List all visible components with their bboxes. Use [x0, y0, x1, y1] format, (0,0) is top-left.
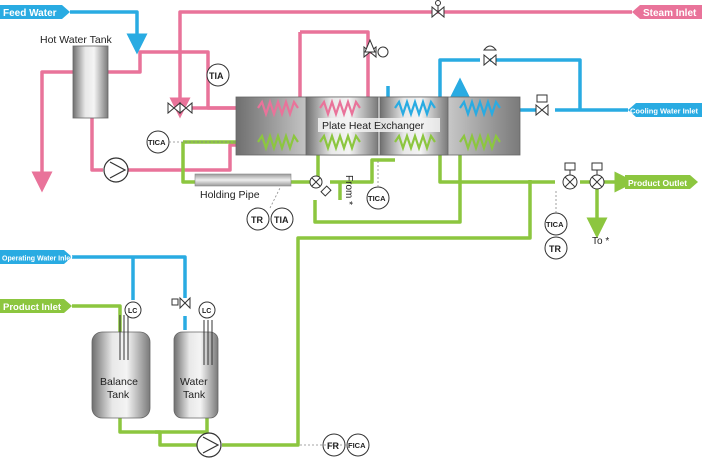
balance-tank: Balance Tank [91, 315, 151, 419]
tica-left-label: TICA [148, 138, 166, 147]
tia-top-label: TIA [209, 71, 224, 81]
operating-water-inlet-tag: Operating Water Inlet [0, 250, 73, 264]
balance-tank-label-1: Balance [100, 376, 138, 388]
tica-outlet-label: TICA [546, 220, 564, 229]
hot-water-tank: Hot Water Tank [40, 34, 113, 119]
plate-heat-exchanger-label: Plate Heat Exchanger [322, 120, 425, 132]
hot-water-tank-label: Hot Water Tank [40, 34, 113, 46]
water-tank-label-2: Tank [183, 389, 206, 401]
heater-coil-green-2 [319, 132, 361, 152]
fica-label: FICA [348, 441, 366, 450]
instrument-leader-lines [169, 141, 557, 446]
lc-balance-label: LC [128, 308, 137, 315]
water-tank-label-1: Water [180, 376, 208, 388]
heater-coil-pink-2 [319, 98, 361, 118]
cooling-water-inlet-tag: Cooling Water Inlet [628, 103, 702, 117]
plate-heat-exchanger: Plate Heat Exchanger [235, 96, 521, 156]
product-inlet-tag: Product Inlet [0, 299, 72, 313]
cooler-coil-blue-2 [459, 98, 501, 118]
water-tank: Water Tank [173, 320, 219, 419]
svg-text:Product Outlet: Product Outlet [628, 178, 687, 188]
steam-inlet-tag: Steam Inlet [632, 5, 702, 19]
valve-icon [167, 0, 549, 310]
svg-text:Feed Water: Feed Water [3, 8, 57, 19]
svg-text:Steam Inlet: Steam Inlet [643, 8, 697, 19]
tr-holding-label: TR [251, 215, 263, 225]
cooler-coil-green-1 [394, 132, 436, 152]
tica-mid-label: TICA [368, 194, 386, 203]
svg-text:Operating Water Inlet: Operating Water Inlet [2, 256, 73, 263]
fr-label: FR [327, 441, 339, 451]
cooler-coil-green-2 [459, 132, 501, 152]
divert-valve-icon [309, 175, 332, 197]
feed-water-tag: Feed Water [0, 5, 70, 19]
control-valve-icon [562, 162, 605, 190]
holding-pipe-label: Holding Pipe [200, 189, 260, 201]
svg-text:Cooling Water Inlet: Cooling Water Inlet [630, 107, 699, 116]
to-label: To * [592, 236, 609, 247]
tia-holding-label: TIA [274, 215, 289, 225]
three-way-valve-icon [363, 38, 389, 59]
balance-tank-label-2: Tank [107, 389, 130, 401]
tr-outlet-label: TR [549, 244, 561, 254]
cooler-coil-blue-1 [394, 98, 436, 118]
heater-coil-pink-1 [257, 98, 299, 118]
pump-icon [196, 432, 222, 458]
holding-pipe: Holding Pipe [194, 173, 292, 201]
instruments [124, 63, 568, 457]
pump-icon [103, 157, 129, 183]
from-label: From * [343, 175, 354, 205]
lc-water-label: LC [202, 308, 211, 315]
svg-text:Product Inlet: Product Inlet [3, 302, 62, 313]
product-outlet-tag: Product Outlet [625, 175, 698, 189]
heater-coil-green-1 [257, 132, 299, 152]
